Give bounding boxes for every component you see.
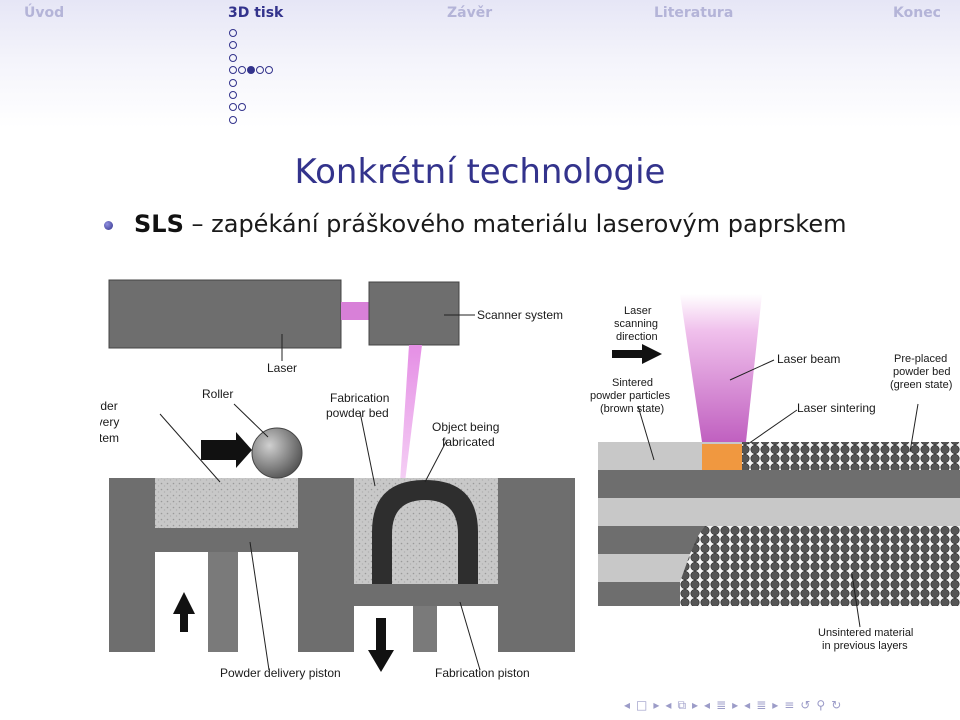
subsection-icon[interactable]: ≣ <box>716 698 727 712</box>
section-icon[interactable]: ⧉ <box>677 697 687 712</box>
miniframe-dot[interactable] <box>229 66 237 74</box>
scan-direction-arrow <box>612 344 662 364</box>
laser-beam-down <box>400 345 422 482</box>
label-scanner: Scanner system <box>477 308 563 322</box>
find-icon[interactable]: ⚲ <box>816 698 826 712</box>
loop-icon[interactable]: ↺ <box>800 698 811 712</box>
arrow-right-icon[interactable]: ▸ <box>732 698 739 712</box>
miniframe-dot-current[interactable] <box>247 66 255 74</box>
miniframe-dot[interactable] <box>238 66 246 74</box>
miniframe-row <box>229 52 237 64</box>
header-bar: Úvod 3D tisk Závěr Literatura Konec <box>0 0 960 130</box>
middle-wall <box>298 478 354 652</box>
delivery-piston-rod <box>208 552 238 652</box>
miniframe-row <box>229 64 273 76</box>
roller <box>251 427 303 479</box>
miniframe-dot[interactable] <box>229 29 237 37</box>
miniframe-row <box>229 101 246 113</box>
loop-icon[interactable]: ↻ <box>831 698 842 712</box>
arrow-left-icon[interactable]: ◂ <box>665 698 672 712</box>
miniframe-dot[interactable] <box>238 103 246 111</box>
label-laser-beam: Laser beam <box>777 352 840 366</box>
fabrication-wall-right <box>498 478 575 652</box>
bullet-item: SLS – zapékání práškového materiálu lase… <box>104 210 847 238</box>
label-delivery-piston: Powder delivery piston <box>220 666 341 680</box>
delivery-piston-plate <box>155 528 298 552</box>
sls-machine-diagram: Laser Scanner system Roller Powderdelive… <box>100 279 575 680</box>
section-icon[interactable]: ≡ <box>784 698 795 712</box>
label-laser: Laser <box>267 361 297 375</box>
bullet-description: – zapékání práškového materiálu laserový… <box>183 210 847 238</box>
miniframe-row <box>229 27 237 39</box>
subsection-icon[interactable]: ≣ <box>756 698 767 712</box>
miniframe-dot[interactable] <box>256 66 264 74</box>
miniframe-row <box>229 89 237 101</box>
sintering-spot <box>702 444 742 470</box>
delivery-powder <box>155 478 298 528</box>
delivery-wall-left <box>109 478 155 652</box>
nav-zaver[interactable]: Závěr <box>447 5 493 21</box>
nav-literatura[interactable]: Literatura <box>654 5 734 21</box>
miniframe-dot[interactable] <box>229 103 237 111</box>
fabrication-piston-rod <box>413 606 437 652</box>
unsintered-material <box>680 526 960 606</box>
scanner-unit <box>368 281 460 346</box>
label-fabrication-piston: Fabrication piston <box>435 666 530 680</box>
miniframe-row <box>229 77 237 89</box>
arrow-right-icon[interactable]: ▸ <box>692 698 699 712</box>
layer-light-2 <box>598 498 960 526</box>
laser-beam <box>680 294 762 442</box>
fabrication-piston-plate <box>354 584 498 606</box>
nav-konec[interactable]: Konec <box>893 5 941 21</box>
arrow-right-icon[interactable]: ▸ <box>653 698 660 712</box>
arrow-left-icon[interactable]: ◂ <box>704 698 711 712</box>
miniframe-dot[interactable] <box>265 66 273 74</box>
arrow-left-icon[interactable]: ◂ <box>744 698 751 712</box>
beamer-navigation: ◂ □ ▸ ◂ ⧉ ▸ ◂ ≣ ▸ ◂ ≣ ▸ ≡ ↺ ⚲ ↻ <box>624 697 841 713</box>
layer-dark-1 <box>598 470 960 498</box>
label-roller: Roller <box>202 387 233 401</box>
laser-unit <box>108 279 342 349</box>
arrow-left-icon[interactable]: ◂ <box>624 698 631 712</box>
miniframe-row <box>229 114 237 126</box>
slide-title: Konkrétní technologie <box>294 152 666 192</box>
label-powder-delivery: Powderdeliverysystem <box>100 399 119 445</box>
miniframe-dot[interactable] <box>229 91 237 99</box>
miniframe-dot[interactable] <box>229 54 237 62</box>
bullet-icon <box>104 221 113 230</box>
miniframe-dot[interactable] <box>229 41 237 49</box>
miniframe-row <box>229 39 237 51</box>
laser-beam-horizontal <box>341 302 369 320</box>
fabricated-object <box>372 480 478 584</box>
down-arrow <box>368 618 394 672</box>
miniframe-dot[interactable] <box>229 116 237 124</box>
miniframe-dot[interactable] <box>229 79 237 87</box>
frame-icon[interactable]: □ <box>636 698 648 712</box>
preplaced-powder <box>742 442 960 470</box>
label-laser-sintering: Laser sintering <box>797 401 876 415</box>
roller-arrow <box>201 432 252 468</box>
nav-3d-tisk[interactable]: 3D tisk <box>228 5 284 21</box>
arrow-right-icon[interactable]: ▸ <box>772 698 779 712</box>
nav-uvod[interactable]: Úvod <box>24 5 65 21</box>
up-arrow <box>173 592 195 632</box>
bullet-keyword: SLS <box>134 210 184 238</box>
